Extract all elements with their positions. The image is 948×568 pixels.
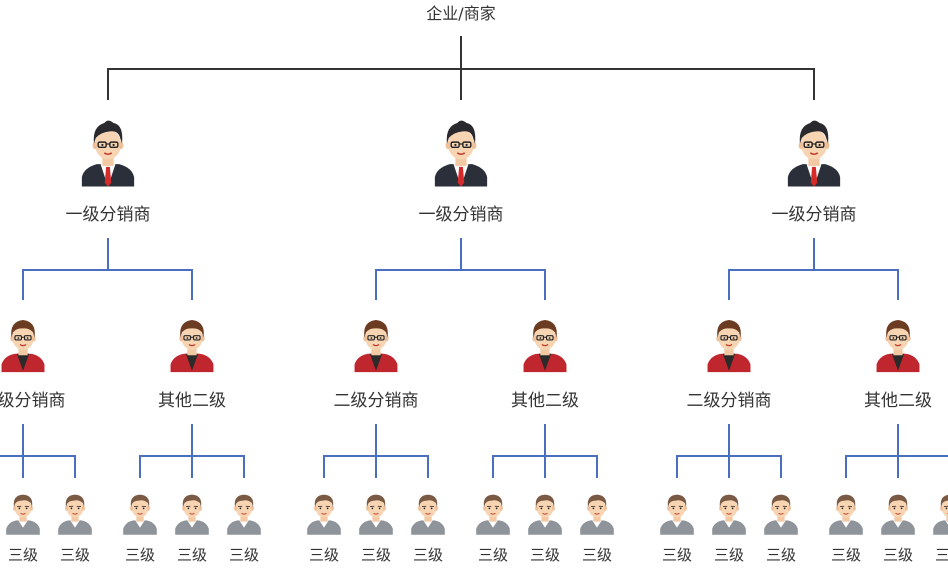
grey-shirt-avatar-icon <box>527 494 563 536</box>
grey-shirt-avatar-icon <box>174 494 210 536</box>
grey-shirt-avatar-icon <box>828 494 864 536</box>
grey-shirt-avatar-icon <box>880 494 916 536</box>
grey-shirt-avatar-icon <box>358 494 394 536</box>
grey-shirt-avatar-icon <box>5 494 41 536</box>
root-label: 企业/商家 <box>426 4 495 23</box>
businessman-avatar-icon <box>434 119 488 188</box>
level3-label: 三级 <box>229 546 259 564</box>
red-jacket-avatar-icon <box>0 319 46 373</box>
red-jacket-avatar-icon <box>353 319 399 373</box>
grey-shirt-avatar-icon <box>659 494 695 536</box>
level3-label: 三级 <box>413 546 443 564</box>
grey-shirt-avatar-icon <box>226 494 262 536</box>
level3-label: 三级 <box>766 546 796 564</box>
level2-label: 其他二级 <box>158 391 226 411</box>
level3-label: 三级 <box>177 546 207 564</box>
level1-label: 一级分销商 <box>419 205 504 225</box>
red-jacket-avatar-icon <box>522 319 568 373</box>
grey-shirt-avatar-icon <box>475 494 511 536</box>
grey-shirt-avatar-icon <box>763 494 799 536</box>
level3-label: 三级 <box>60 546 90 564</box>
grey-shirt-avatar-icon <box>410 494 446 536</box>
level1-label: 一级分销商 <box>772 205 857 225</box>
level3-label: 三级 <box>831 546 861 564</box>
level3-label: 三级 <box>714 546 744 564</box>
red-jacket-avatar-icon <box>706 319 752 373</box>
level3-label: 三级 <box>8 546 38 564</box>
grey-shirt-avatar-icon <box>306 494 342 536</box>
businessman-avatar-icon <box>787 119 841 188</box>
level3-label: 三级 <box>309 546 339 564</box>
level3-label: 三级 <box>662 546 692 564</box>
level3-label: 三级 <box>361 546 391 564</box>
level2-label: 其他二级 <box>511 391 579 411</box>
grey-shirt-avatar-icon <box>579 494 615 536</box>
level3-label: 三级 <box>530 546 560 564</box>
level1-label: 一级分销商 <box>66 205 151 225</box>
level2-label: 其他二级 <box>864 391 932 411</box>
level3-label: 三级 <box>478 546 508 564</box>
level2-label: 二级分销商 <box>0 391 66 411</box>
level3-label: 三级 <box>935 546 948 564</box>
level3-label: 三级 <box>582 546 612 564</box>
red-jacket-avatar-icon <box>875 319 921 373</box>
grey-shirt-avatar-icon <box>932 494 948 536</box>
businessman-avatar-icon <box>81 119 135 188</box>
red-jacket-avatar-icon <box>169 319 215 373</box>
grey-shirt-avatar-icon <box>122 494 158 536</box>
level3-label: 三级 <box>125 546 155 564</box>
level3-label: 三级 <box>883 546 913 564</box>
grey-shirt-avatar-icon <box>711 494 747 536</box>
level2-label: 二级分销商 <box>334 391 419 411</box>
grey-shirt-avatar-icon <box>57 494 93 536</box>
level2-label: 二级分销商 <box>687 391 772 411</box>
